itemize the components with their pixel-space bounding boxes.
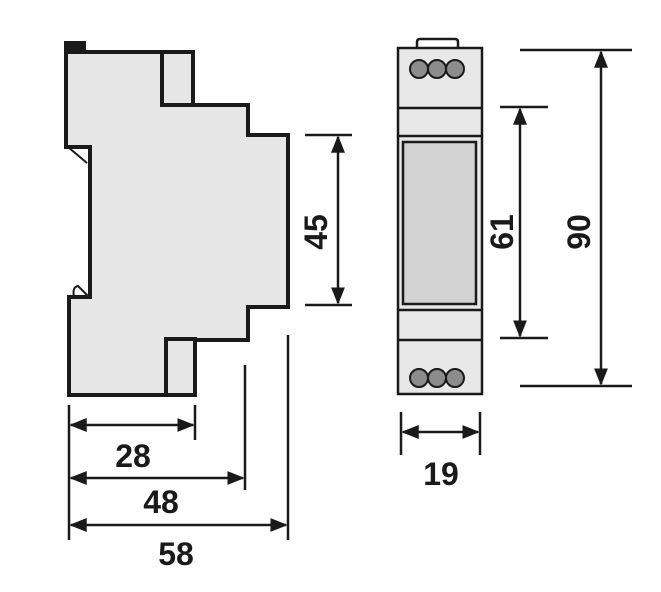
terminal-screw-icon xyxy=(445,59,465,79)
dimension-45: 45 xyxy=(298,133,352,307)
terminal-screw-icon xyxy=(427,368,447,388)
top-terminals xyxy=(409,59,465,79)
terminal-screw-icon xyxy=(409,368,429,388)
bottom-terminals xyxy=(409,368,465,388)
front-handle xyxy=(415,37,460,48)
dimension-label-48: 48 xyxy=(143,484,179,520)
dimension-label-28: 28 xyxy=(115,438,151,474)
terminal-screw-icon xyxy=(409,59,429,79)
side-view xyxy=(64,41,290,397)
front-view xyxy=(396,37,484,396)
dimension-label-45: 45 xyxy=(298,214,334,250)
dimension-19: 19 xyxy=(399,412,482,492)
bottom-rail-slot xyxy=(164,337,197,397)
dimension-90: 90 xyxy=(520,48,632,388)
depth-dimensions: 28 48 58 xyxy=(67,335,290,572)
side-view-outline xyxy=(64,50,290,397)
dimension-label-58: 58 xyxy=(158,536,194,572)
dimension-label-61: 61 xyxy=(484,214,520,250)
dimension-label-90: 90 xyxy=(561,214,597,250)
dimension-61: 61 xyxy=(484,105,548,340)
dimension-label-19: 19 xyxy=(423,456,459,492)
display-window xyxy=(401,140,478,306)
top-rail-slot xyxy=(160,50,195,107)
terminal-screw-icon xyxy=(445,368,465,388)
terminal-screw-icon xyxy=(427,59,447,79)
bottom-clip xyxy=(72,284,89,298)
top-clip xyxy=(67,146,88,164)
